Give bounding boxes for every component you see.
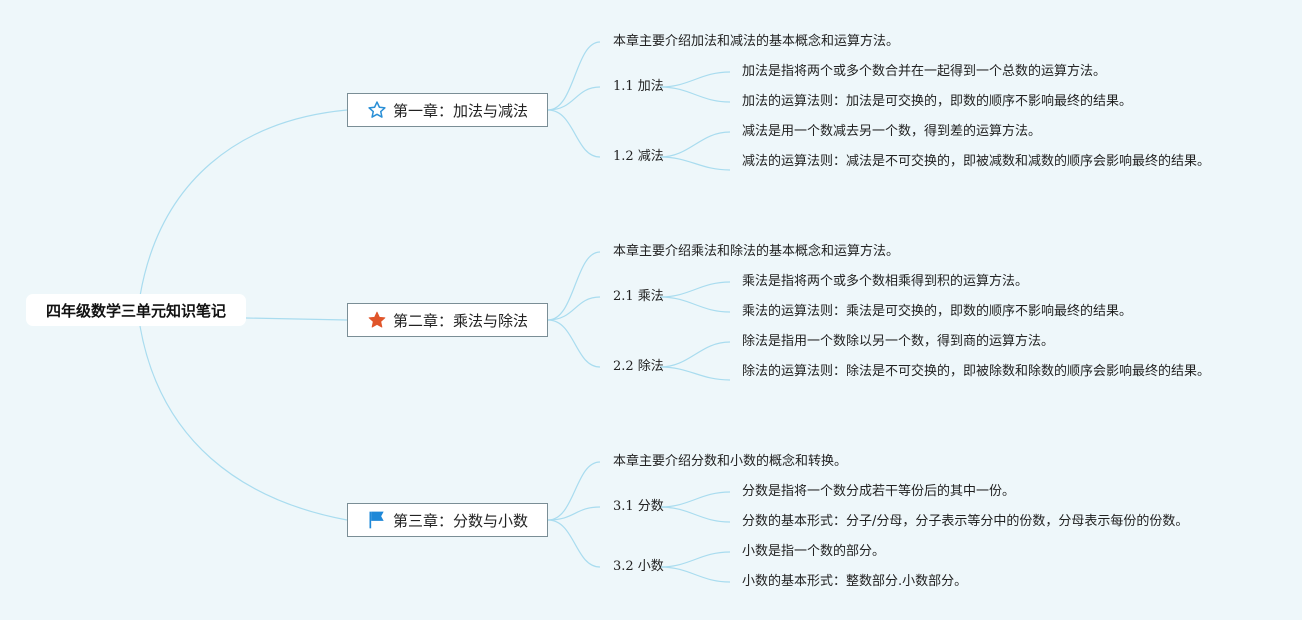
section-2-1-item-1[interactable]: 乘法是指将两个或多个数相乘得到积的运算方法。 bbox=[742, 274, 1029, 289]
section-2-2-label[interactable]: 2.2 除法 bbox=[613, 359, 664, 374]
chapter-3-node[interactable]: 第三章：分数与小数 bbox=[347, 503, 548, 537]
chapter-1-label: 第一章：加法与减法 bbox=[392, 101, 528, 120]
section-2-1-item-2[interactable]: 乘法的运算法则：乘法是可交换的，即数的顺序不影响最终的结果。 bbox=[742, 304, 1133, 319]
star-filled-icon bbox=[367, 310, 387, 330]
section-1-2-label[interactable]: 1.2 减法 bbox=[613, 149, 664, 164]
section-3-1-item-1[interactable]: 分数是指将一个数分成若干等份后的其中一份。 bbox=[742, 484, 1016, 499]
chapter-3-summary[interactable]: 本章主要介绍分数和小数的概念和转换。 bbox=[613, 454, 848, 469]
section-2-2-item-2[interactable]: 除法的运算法则：除法是不可交换的，即被除数和除数的顺序会影响最终的结果。 bbox=[742, 364, 1211, 379]
chapter-1-summary[interactable]: 本章主要介绍加法和减法的基本概念和运算方法。 bbox=[613, 34, 900, 49]
section-3-2-item-2[interactable]: 小数的基本形式：整数部分.小数部分。 bbox=[742, 574, 968, 589]
section-1-1-item-2[interactable]: 加法的运算法则：加法是可交换的，即数的顺序不影响最终的结果。 bbox=[742, 94, 1133, 109]
section-1-2-item-1[interactable]: 减法是用一个数减去另一个数，得到差的运算方法。 bbox=[742, 124, 1042, 139]
chapter-1-node[interactable]: 第一章：加法与减法 bbox=[347, 93, 548, 127]
section-3-2-item-1[interactable]: 小数是指一个数的部分。 bbox=[742, 544, 886, 559]
section-2-2-item-1[interactable]: 除法是指用一个数除以另一个数，得到商的运算方法。 bbox=[742, 334, 1055, 349]
star-outline-icon bbox=[367, 100, 387, 120]
root-title: 四年级数学三单元知识笔记 bbox=[45, 301, 226, 320]
section-2-1-label[interactable]: 2.1 乘法 bbox=[613, 289, 664, 304]
section-1-2-item-2[interactable]: 减法的运算法则：减法是不可交换的，即被减数和减数的顺序会影响最终的结果。 bbox=[742, 154, 1211, 169]
section-3-2-label[interactable]: 3.2 小数 bbox=[613, 559, 664, 574]
chapter-2-node[interactable]: 第二章：乘法与除法 bbox=[347, 303, 548, 337]
flag-icon bbox=[367, 510, 387, 530]
section-3-1-label[interactable]: 3.1 分数 bbox=[613, 499, 664, 514]
section-3-1-item-2[interactable]: 分数的基本形式：分子/分母，分子表示等分中的份数，分母表示每份的份数。 bbox=[742, 514, 1189, 529]
chapter-2-summary[interactable]: 本章主要介绍乘法和除法的基本概念和运算方法。 bbox=[613, 244, 900, 259]
chapter-3-label: 第三章：分数与小数 bbox=[392, 511, 528, 530]
root-topic[interactable]: 四年级数学三单元知识笔记 bbox=[26, 294, 246, 326]
section-1-1-item-1[interactable]: 加法是指将两个或多个数合并在一起得到一个总数的运算方法。 bbox=[742, 64, 1107, 79]
section-1-1-label[interactable]: 1.1 加法 bbox=[613, 79, 664, 94]
chapter-2-label: 第二章：乘法与除法 bbox=[392, 311, 528, 330]
